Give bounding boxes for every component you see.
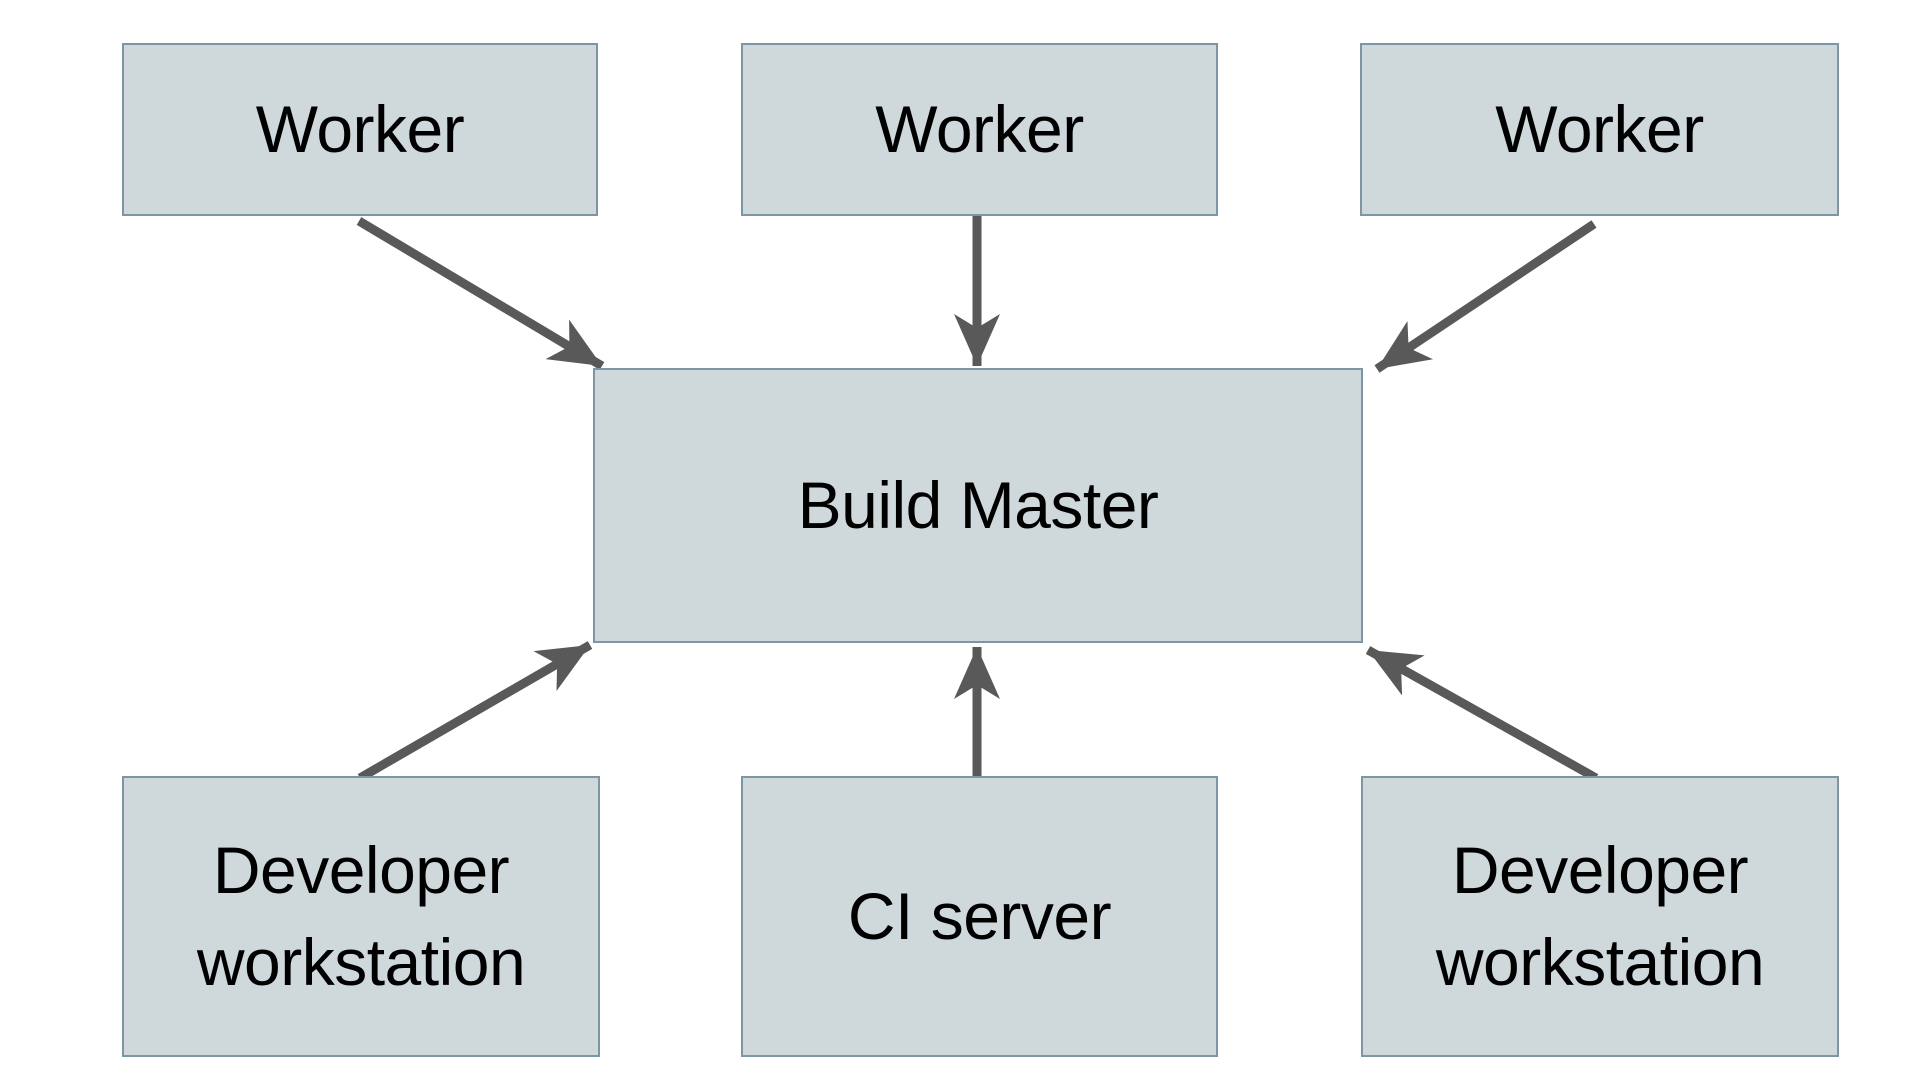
node-developer-workstation-right-label: Developer workstation (1435, 833, 1765, 999)
node-worker-top-center-label: Worker (875, 91, 1084, 166)
arrow-dev-left-to-build-master (357, 641, 593, 782)
node-worker-top-right-label: Worker (1495, 91, 1704, 166)
arrow-worker-left-to-build-master (356, 217, 605, 370)
node-worker-top-center: Worker (741, 43, 1218, 216)
node-developer-workstation-left: Developer workstation (122, 776, 600, 1057)
node-ci-server: CI server (741, 776, 1218, 1057)
node-worker-top-left: Worker (122, 43, 598, 216)
arrow-dev-right-to-build-master (1365, 646, 1599, 782)
node-developer-workstation-right: Developer workstation (1361, 776, 1839, 1057)
arrow-worker-right-to-build-master (1374, 220, 1597, 373)
node-worker-top-left-label: Worker (255, 91, 465, 166)
node-ci-server-label: CI server (847, 878, 1112, 953)
node-worker-top-right: Worker (1360, 43, 1839, 216)
node-build-master-label: Build Master (797, 467, 1159, 542)
node-build-master: Build Master (593, 368, 1363, 643)
node-developer-workstation-left-label: Developer workstation (196, 833, 526, 999)
